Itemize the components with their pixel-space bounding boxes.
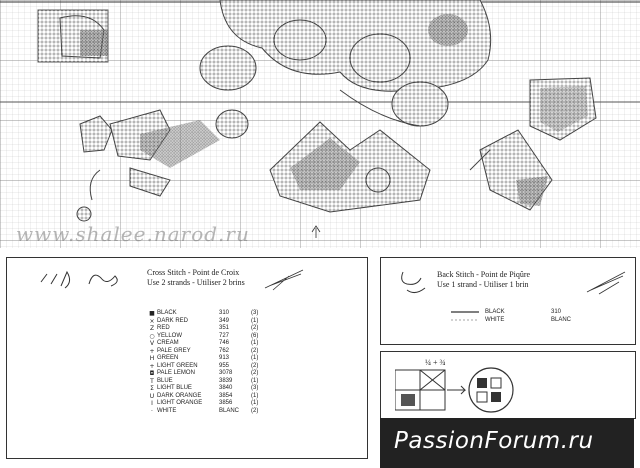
back-stitch-row-name: WHITE: [485, 317, 505, 323]
cross-stitch-key: Cross Stitch - Point de Croix Use 2 stra…: [6, 257, 368, 459]
back-stitch-row-code: 310: [551, 309, 562, 315]
fractional-stitch-diagram: [395, 367, 514, 413]
needle-icon: [586, 271, 626, 295]
back-stitch-strands: Use 1 strand - Utiliser 1 brin: [437, 280, 529, 289]
back-stitch-sample-icon: [401, 271, 426, 294]
back-stitch-lines-icon: [451, 311, 479, 321]
cross-stitch-strands: Use 2 strands - Utiliser 2 brins: [147, 278, 245, 287]
back-stitch-title: Back Stitch - Point de Piqûre: [437, 270, 531, 279]
fraction-label: ¼ + ¾: [425, 358, 446, 367]
cross-stitch-title: Cross Stitch - Point de Croix: [147, 268, 240, 277]
site-watermark-banner: PassionForum.ru: [380, 418, 634, 468]
back-stitch-key: Back Stitch - Point de Piqûre Use 1 stra…: [380, 257, 636, 345]
back-stitch-row-name: BLACK: [485, 309, 505, 315]
site-watermark-text: PassionForum.ru: [394, 428, 594, 454]
cross-stitch-sample-icon: [40, 270, 118, 289]
fractional-stitch-key: ¼ + ¾: [380, 351, 636, 419]
cross-stitch-chart: [0, 0, 640, 248]
back-stitch-row-code: BLANC: [551, 317, 572, 323]
needle-icon: [264, 269, 304, 291]
watermark: www.shalee.narod.ru: [16, 222, 250, 246]
